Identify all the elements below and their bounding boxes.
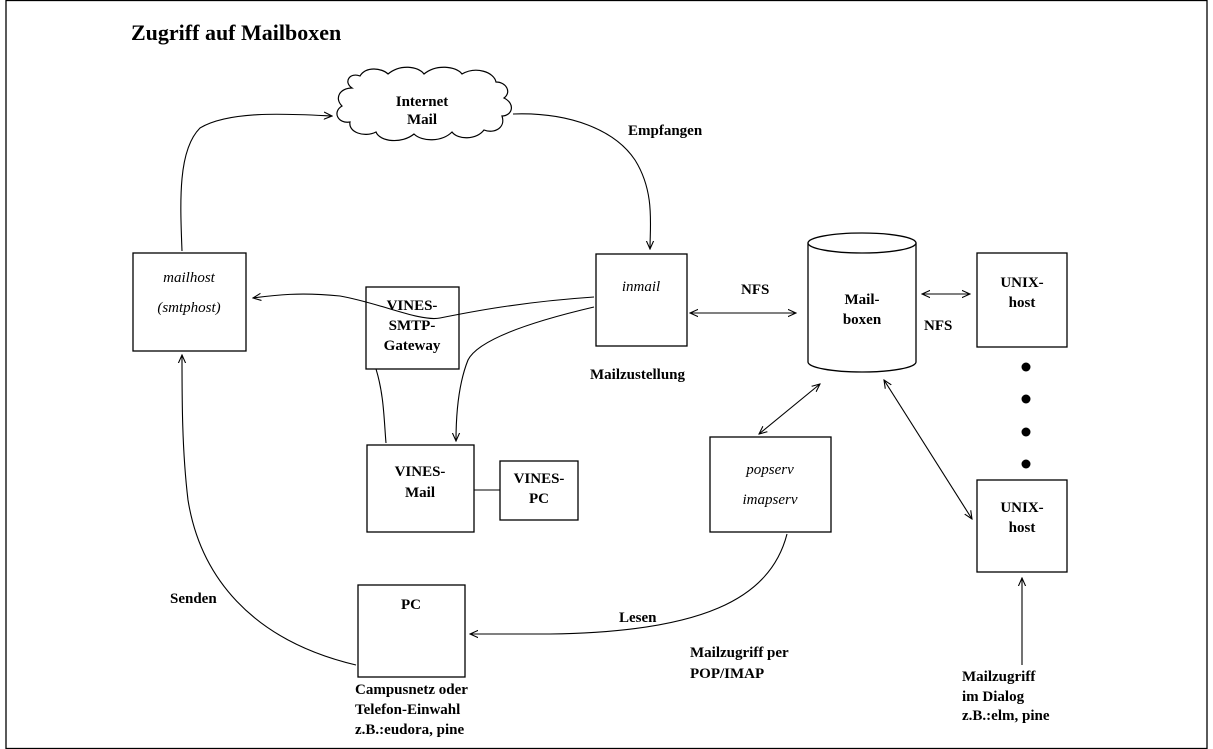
pc-label: PC bbox=[401, 597, 421, 613]
vines-pc-label-1: VINES- bbox=[514, 471, 565, 487]
vines-mail-label-2: Mail bbox=[405, 485, 435, 501]
label-campus-1: Campusnetz oder bbox=[355, 682, 468, 698]
mailboxen-cylinder: Mail- boxen bbox=[807, 232, 917, 373]
unix-host-bottom-label-1: UNIX- bbox=[1000, 500, 1043, 516]
popserv-box: popserv imapserv bbox=[709, 436, 832, 533]
mailboxen-label-1: Mail- bbox=[845, 292, 880, 308]
label-nfs-left: NFS bbox=[741, 282, 769, 298]
label-mailzustellung: Mailzustellung bbox=[590, 367, 686, 383]
label-popimap-2: POP/IMAP bbox=[690, 666, 764, 682]
gateway-label-1: VINES- bbox=[387, 298, 438, 314]
vines-pc-label-2: PC bbox=[529, 491, 549, 507]
unix-host-top-box: UNIX- host bbox=[976, 252, 1068, 348]
arrow-popserv-to-pc bbox=[470, 533, 788, 634]
unix-host-top-label-2: host bbox=[1009, 295, 1036, 311]
label-dialog-1: Mailzugriff bbox=[962, 669, 1036, 685]
arrow-mailboxen-unix-bottom bbox=[884, 380, 972, 519]
mailboxen-label-2: boxen bbox=[843, 312, 882, 328]
unix-host-top-label-1: UNIX- bbox=[1000, 275, 1043, 291]
gateway-label-3: Gateway bbox=[384, 338, 441, 354]
vines-mail-box: VINES- Mail bbox=[366, 444, 475, 533]
ellipsis-dot bbox=[1021, 394, 1031, 404]
cloud-shape bbox=[336, 66, 512, 142]
internet-mail-label-1: Internet bbox=[396, 94, 449, 110]
label-dialog-3: z.B.:elm, pine bbox=[962, 708, 1050, 724]
pc-box: PC bbox=[357, 584, 466, 678]
inmail-label: inmail bbox=[622, 279, 660, 295]
internet-mail-cloud: Internet Mail bbox=[336, 66, 512, 142]
ellipsis-dot bbox=[1021, 362, 1031, 372]
label-senden: Senden bbox=[170, 591, 217, 607]
arrow-pc-to-mailhost bbox=[182, 355, 357, 666]
unix-host-bottom-box: UNIX- host bbox=[976, 479, 1068, 573]
mailhost-label-1: mailhost bbox=[163, 270, 216, 286]
popserv-label-1: popserv bbox=[745, 462, 794, 478]
gateway-label-2: SMTP- bbox=[389, 318, 436, 334]
vines-mail-label-1: VINES- bbox=[395, 464, 446, 480]
label-nfs-right: NFS bbox=[924, 318, 952, 334]
label-empfangen: Empfangen bbox=[628, 123, 703, 139]
inmail-box: inmail bbox=[595, 253, 688, 347]
page-title: Zugriff auf Mailboxen bbox=[131, 20, 341, 45]
arrow-inmail-to-mailhost bbox=[253, 294, 595, 320]
mailhost-box: mailhost (smtphost) bbox=[132, 252, 247, 352]
ellipsis-dot bbox=[1021, 427, 1031, 437]
vines-smtp-gateway-box: VINES- SMTP- Gateway bbox=[365, 286, 460, 370]
label-dialog-2: im Dialog bbox=[962, 689, 1025, 705]
ellipsis-dot bbox=[1021, 459, 1031, 469]
arrow-mailboxen-popserv bbox=[759, 384, 820, 434]
vines-pc-box: VINES- PC bbox=[499, 460, 579, 521]
label-popimap-1: Mailzugriff per bbox=[690, 645, 789, 661]
line-vines-mail-to-gateway bbox=[375, 368, 387, 444]
label-campus-2: Telefon-Einwahl bbox=[355, 702, 460, 718]
label-campus-3: z.B.:eudora, pine bbox=[355, 722, 465, 738]
popserv-label-2: imapserv bbox=[743, 492, 798, 508]
mailhost-label-2: (smtphost) bbox=[157, 300, 220, 316]
arrow-internet-to-inmail bbox=[512, 113, 651, 249]
label-lesen: Lesen bbox=[619, 610, 657, 626]
unix-host-bottom-label-2: host bbox=[1009, 520, 1036, 536]
internet-mail-label-2: Mail bbox=[407, 112, 437, 128]
arrow-inmail-to-vines-mail bbox=[456, 306, 595, 441]
arrow-mailhost-to-internet bbox=[180, 114, 332, 252]
